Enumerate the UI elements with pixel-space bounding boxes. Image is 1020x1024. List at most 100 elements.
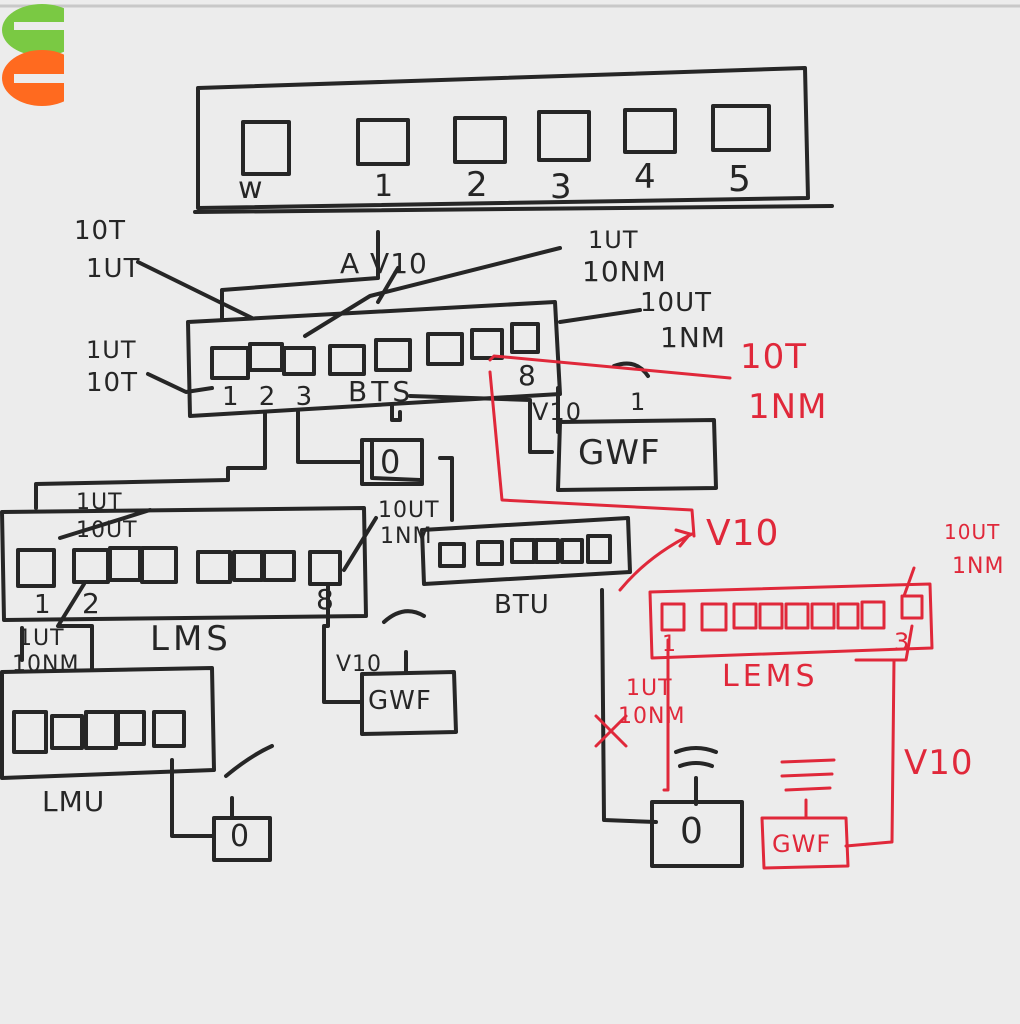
top-port-w	[241, 120, 291, 176]
lms-port-1	[16, 548, 56, 588]
lms-port-8	[308, 550, 342, 586]
gwf-red	[760, 758, 850, 870]
red-note-1nm: 1NM	[748, 387, 828, 427]
lmu-port-4	[116, 710, 146, 746]
lems-port-9	[900, 594, 924, 620]
btu-port-2	[476, 540, 504, 566]
lms-port-8-label: 8	[316, 583, 335, 616]
lems-label: LEMS	[722, 659, 819, 694]
bts-port-1	[210, 346, 250, 380]
lems-port-4	[758, 602, 784, 630]
top-port-4	[623, 108, 677, 154]
lems-port-6	[810, 602, 836, 630]
note-1ut-top: 1UT	[588, 226, 639, 254]
top-port-3	[537, 110, 591, 162]
top-port-5	[711, 104, 771, 152]
top-port-label-3: 3	[550, 167, 573, 207]
lmu-port-5	[152, 710, 186, 748]
gwf-mid-label: GWF	[368, 686, 432, 716]
lems-port-1-label: 1	[662, 632, 677, 657]
lms-port-6	[232, 550, 264, 582]
lems-port-8	[860, 600, 886, 630]
lms-port-7	[262, 550, 296, 582]
red-note-10t: 10T	[740, 337, 808, 377]
note-10ut-right: 10UT	[378, 498, 440, 523]
btu-label: BTU	[494, 590, 550, 620]
bts-ap-label: 0	[380, 443, 402, 481]
uplink-label: A V10	[340, 247, 428, 280]
red-note-10nm: 10NM	[618, 704, 686, 729]
bts-port-6	[426, 332, 464, 366]
bts-port-2	[248, 342, 284, 372]
lms-note-1ut: 1UT	[76, 490, 123, 515]
top-port-label-5: 5	[728, 159, 752, 200]
lems-port-5	[784, 602, 810, 630]
top-port-label-1: 1	[374, 169, 395, 204]
bts-downlinks	[34, 386, 560, 522]
note-10t: 10T	[74, 216, 126, 246]
lmu-port-2	[50, 714, 84, 750]
red-note-10ut: 10UT	[944, 520, 1001, 544]
btu-ap-label: 0	[680, 811, 704, 852]
lmu-note-10nm: 10NM	[12, 652, 80, 677]
gwf-mid-uplink-label: V10	[336, 652, 383, 677]
lems-port-2	[700, 602, 728, 632]
bts-port-3	[282, 346, 316, 376]
red-links	[488, 354, 916, 598]
red-note-1nm-right: 1NM	[952, 554, 1005, 579]
lms-port-5	[196, 550, 232, 584]
btu-port-4	[534, 538, 560, 564]
note-10t-left: 10T	[86, 368, 138, 398]
bts-port-8-label: 8	[518, 359, 537, 392]
top-port-label-4: 4	[634, 157, 657, 197]
bts-port-7	[470, 328, 504, 360]
gwf-top-label: GWF	[578, 433, 661, 473]
note-10ut: 10UT	[640, 288, 712, 318]
lms-switch	[0, 506, 378, 622]
lms-note-10ut: 10UT	[76, 518, 138, 543]
top-port-label-2: 2	[466, 165, 489, 205]
note-10nm: 10NM	[582, 255, 667, 288]
lems-switch	[648, 582, 934, 660]
bts-port-numbers: 1 2 3	[222, 382, 319, 412]
lms-links	[20, 582, 426, 704]
btu-port-5	[560, 538, 584, 564]
btu-switch	[420, 516, 658, 824]
lmu-ap	[212, 816, 272, 862]
lems-links	[594, 624, 914, 848]
gwf-red-label: GWF	[772, 830, 832, 858]
bts-port-5	[374, 338, 412, 372]
lmu-switch	[0, 666, 274, 838]
lems-port-1	[660, 602, 686, 632]
lms-port-2	[72, 548, 110, 584]
top-port-label-w: w	[238, 171, 264, 206]
red-uplink-label: V10	[706, 513, 780, 554]
bts-label: BTS	[348, 375, 415, 408]
bts-ap	[360, 438, 424, 486]
note-1nm: 1NM	[660, 321, 726, 354]
bts-port-8	[510, 322, 540, 354]
whiteboard-magnet	[2, 4, 64, 106]
lems-port-9-label: 3	[894, 628, 911, 656]
gwf-mid	[360, 650, 458, 736]
lmu-port-1	[12, 710, 48, 754]
lms-port-2-label: 2	[82, 587, 101, 620]
lms-port-3	[108, 546, 142, 582]
top-port-2	[453, 116, 507, 164]
gwf-top	[556, 361, 718, 492]
top-patch-panel	[193, 66, 834, 214]
btu-ap	[650, 746, 744, 868]
gwf-top-uplink-label: V10	[532, 398, 582, 426]
lms-label: LMS	[150, 619, 232, 659]
note-1nm-right: 1NM	[380, 524, 433, 549]
lms-port-1-label: 1	[34, 590, 52, 620]
note-1ut-left: 1UT	[86, 336, 137, 364]
top-to-bts-links	[136, 230, 642, 394]
note-1ut: 1UT	[86, 254, 141, 284]
lmu-note-1ut: 1UT	[18, 626, 65, 651]
lmu-ap-label: 0	[230, 819, 251, 854]
lmu-port-3	[84, 710, 118, 750]
lmu-label: LMU	[42, 785, 106, 818]
